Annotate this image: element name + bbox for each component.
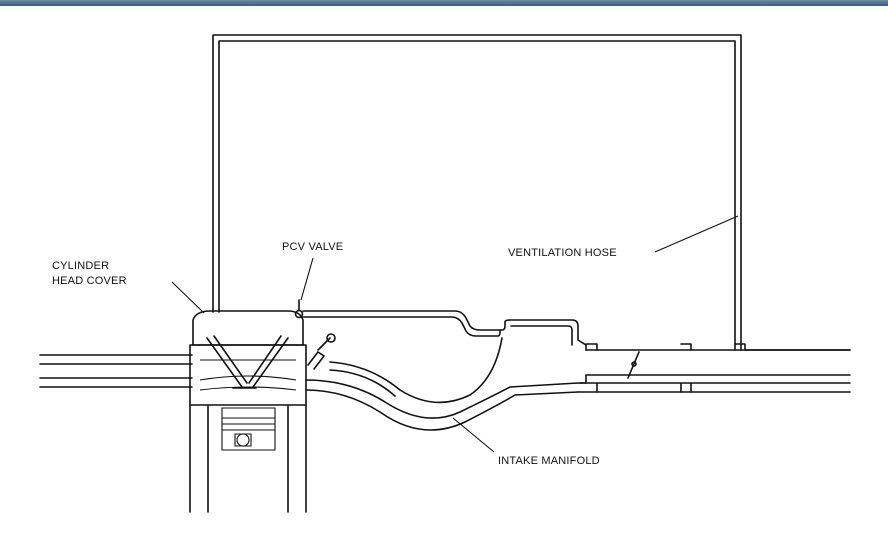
label-cylinder-head-cover-line1: CYLINDER	[52, 260, 109, 272]
pcv-valve	[294, 299, 304, 319]
leader-lines	[171, 215, 739, 453]
spark-plug	[307, 333, 336, 370]
label-cylinder-head-cover-line2: HEAD COVER	[52, 275, 127, 287]
cylinder-block	[189, 404, 307, 513]
intake-duct	[577, 343, 851, 393]
ventilation-hose	[212, 34, 742, 351]
window-top-bar	[0, 0, 888, 6]
left-air-tubes	[39, 354, 193, 388]
cylinder-head-cover	[189, 310, 307, 406]
breather-hose	[302, 310, 587, 351]
label-intake-manifold: INTAKE MANIFOLD	[498, 455, 600, 467]
label-ventilation-hose: VENTILATION HOSE	[508, 247, 617, 259]
intake-manifold	[305, 337, 579, 431]
engine-valves	[206, 335, 289, 389]
label-pcv-valve: PCV VALVE	[282, 241, 343, 253]
